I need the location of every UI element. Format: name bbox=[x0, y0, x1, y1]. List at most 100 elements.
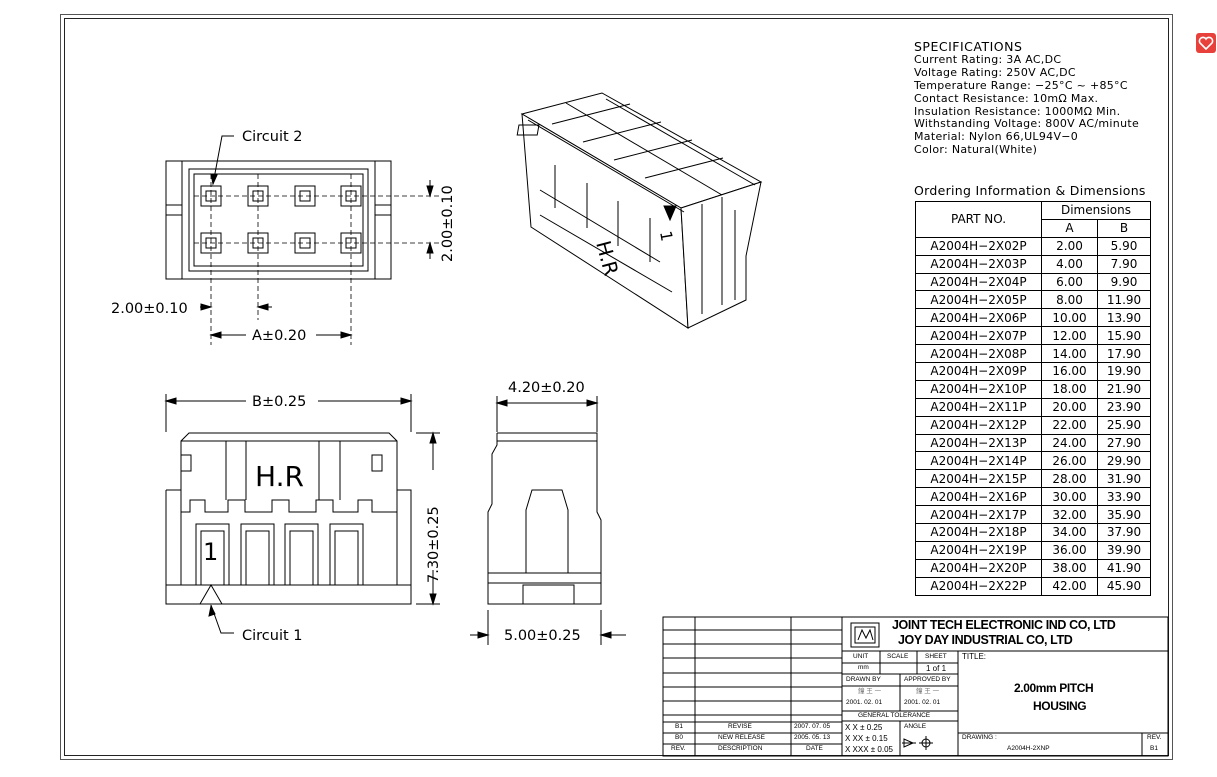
cell-part: A2004H−2X07P bbox=[915, 326, 1042, 346]
unit-label: UNIT bbox=[853, 653, 869, 660]
circuit1-label: Circuit 1 bbox=[242, 628, 303, 644]
drawing-no: A2004H-2XNP bbox=[1007, 745, 1050, 752]
approved-date: 2001. 02. 01 bbox=[904, 699, 941, 706]
spec-line: Withstanding Voltage: 800V AC/minute bbox=[914, 117, 1140, 131]
cell-part: A2004H−2X14P bbox=[915, 451, 1042, 471]
cell-a: 8.00 bbox=[1041, 290, 1098, 310]
cell-b: 35.90 bbox=[1097, 505, 1151, 525]
cell-part: A2004H−2X03P bbox=[915, 254, 1042, 274]
circuit2-label: Circuit 2 bbox=[242, 129, 303, 145]
company-line1: JOINT TECH ELECTRONIC IND CO, LTD bbox=[892, 618, 1116, 632]
cell-b: 31.90 bbox=[1097, 469, 1151, 489]
drawing-frame-outer bbox=[60, 14, 1173, 760]
cell-b: 33.90 bbox=[1097, 487, 1151, 507]
ordering-title: Ordering Information & Dimensions bbox=[914, 183, 1146, 198]
cell-b: 39.90 bbox=[1097, 540, 1151, 560]
rev-row-code: B0 bbox=[675, 734, 683, 741]
cell-b: 45.90 bbox=[1097, 576, 1151, 596]
rev-header-desc: DESCRIPTION bbox=[718, 745, 763, 752]
title-line2: HOUSING bbox=[1033, 699, 1087, 713]
isometric-view bbox=[516, 92, 763, 329]
cell-a: 14.00 bbox=[1041, 344, 1098, 364]
sheet-label: SHEET bbox=[925, 653, 947, 660]
cell-a: 24.00 bbox=[1041, 433, 1098, 453]
front-mark-label: H.R bbox=[255, 460, 304, 493]
rev-header-code: REV. bbox=[671, 745, 686, 752]
cell-part: A2004H−2X19P bbox=[915, 540, 1042, 560]
rev-row-date: 2007. 07. 05 bbox=[794, 723, 831, 730]
cell-b: 25.90 bbox=[1097, 415, 1151, 435]
cell-a: 2.00 bbox=[1041, 236, 1098, 256]
title-line1: 2.00mm PITCH bbox=[1014, 681, 1094, 695]
header-a: A bbox=[1041, 218, 1098, 238]
spec-line: Voltage Rating: 250V AC,DC bbox=[914, 65, 1076, 79]
heart-icon[interactable] bbox=[1196, 33, 1216, 53]
cell-a: 22.00 bbox=[1041, 415, 1098, 435]
dim-pitch-horizontal: 2.00±0.10 bbox=[111, 301, 188, 317]
cell-b: 19.90 bbox=[1097, 362, 1151, 381]
dim-a-label: A±0.20 bbox=[252, 328, 306, 344]
cell-part: A2004H−2X12P bbox=[915, 415, 1042, 435]
cell-b: 11.90 bbox=[1097, 290, 1151, 310]
cell-a: 26.00 bbox=[1041, 451, 1098, 471]
cell-part: A2004H−2X05P bbox=[915, 290, 1042, 310]
cell-a: 30.00 bbox=[1041, 487, 1098, 507]
cell-part: A2004H−2X16P bbox=[915, 487, 1042, 507]
cell-b: 9.90 bbox=[1097, 272, 1151, 292]
cell-b: 13.90 bbox=[1097, 308, 1151, 328]
cell-a: 34.00 bbox=[1041, 523, 1098, 542]
iso-pin-one-label: 1 bbox=[656, 229, 676, 242]
drawn-by-label: DRAWN BY bbox=[846, 676, 881, 683]
specifications-block: SPECIFICATIONS Current Rating: 3A AC,DC … bbox=[914, 40, 1140, 157]
top-view bbox=[165, 135, 440, 345]
tolerance-label: GENERAL TOLERANCE bbox=[858, 712, 931, 719]
title-label: TITLE: bbox=[962, 652, 987, 661]
cell-b: 29.90 bbox=[1097, 451, 1151, 471]
drawn-signature: 鐘 王 一 bbox=[858, 688, 882, 695]
cell-a: 28.00 bbox=[1041, 469, 1098, 489]
cell-b: 21.90 bbox=[1097, 379, 1151, 399]
cell-b: 5.90 bbox=[1097, 236, 1151, 256]
cell-b: 37.90 bbox=[1097, 523, 1151, 542]
approved-by-label: APPROVED BY bbox=[904, 676, 951, 683]
sheet-value: 1 of 1 bbox=[926, 664, 947, 673]
cell-part: A2004H−2X13P bbox=[915, 433, 1042, 453]
cell-a: 20.00 bbox=[1041, 397, 1098, 417]
cell-b: 23.90 bbox=[1097, 397, 1151, 417]
cell-a: 6.00 bbox=[1041, 272, 1098, 292]
unit-value: mm bbox=[858, 664, 869, 671]
cell-part: A2004H−2X02P bbox=[915, 236, 1042, 256]
angle-label: ANGLE bbox=[904, 723, 927, 730]
rev-row-date: 2005. 05. 13 bbox=[794, 734, 831, 741]
header-dimensions: Dimensions bbox=[1041, 201, 1151, 220]
side-view bbox=[470, 396, 626, 645]
spec-line: Color: Natural(White) bbox=[914, 143, 1038, 157]
cell-a: 42.00 bbox=[1041, 576, 1098, 596]
header-part-no: PART NO. bbox=[915, 201, 1042, 238]
cell-part: A2004H−2X18P bbox=[915, 523, 1042, 542]
front-view bbox=[164, 394, 440, 634]
cell-a: 10.00 bbox=[1041, 308, 1098, 328]
spec-line: Material: Nylon 66,UL94V−0 bbox=[914, 130, 1079, 144]
tolerance-1: X X ± 0.25 bbox=[845, 723, 883, 732]
tolerance-3: X XXX ± 0.05 bbox=[845, 745, 893, 754]
cell-b: 15.90 bbox=[1097, 326, 1151, 346]
scale-label: SCALE bbox=[887, 653, 909, 660]
